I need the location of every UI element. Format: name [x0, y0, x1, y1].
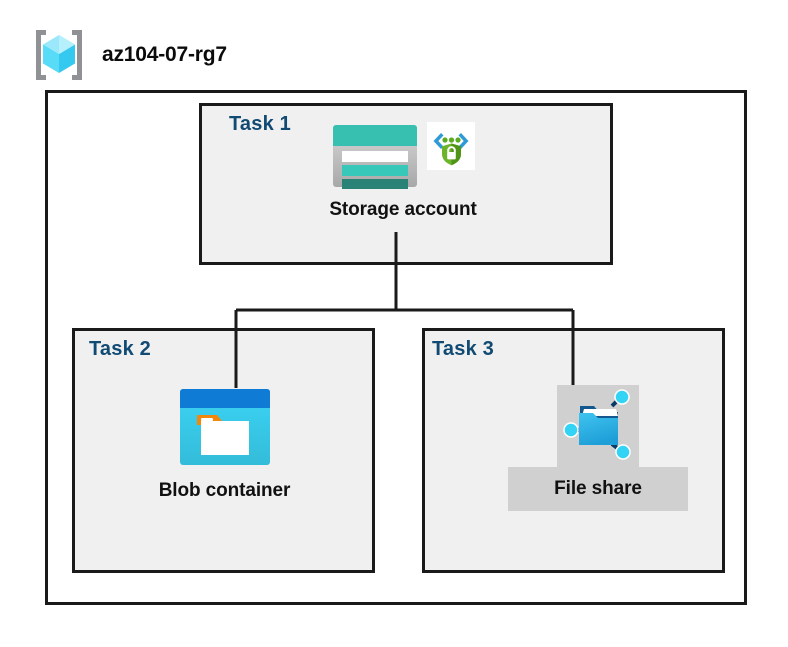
blob-container-caption: Blob container	[158, 480, 291, 501]
resource-group-header: az104-07-rg7	[30, 26, 227, 84]
file-share-caption: File share	[554, 478, 642, 499]
task-2-label: Task 2	[89, 338, 151, 360]
storage-account-icon-row	[331, 122, 475, 190]
blob-container-icon	[179, 389, 270, 465]
storage-account-icon	[333, 125, 417, 189]
resource-group-title: az104-07-rg7	[102, 43, 227, 66]
file-share-folder-icon	[563, 389, 631, 460]
secure-private-endpoint-shield-icon	[427, 122, 475, 170]
blob-container-node: Blob container	[132, 388, 317, 502]
task-3-label: Task 3	[432, 338, 494, 360]
file-share-icon-backdrop	[557, 385, 639, 467]
storage-account-node: Storage account	[288, 122, 518, 221]
resource-group-cube-icon	[36, 30, 82, 80]
file-share-node: File share	[508, 385, 688, 511]
task-1-label: Task 1	[229, 113, 291, 135]
file-share-caption-backdrop: File share	[508, 467, 688, 511]
storage-account-caption: Storage account	[329, 199, 477, 220]
